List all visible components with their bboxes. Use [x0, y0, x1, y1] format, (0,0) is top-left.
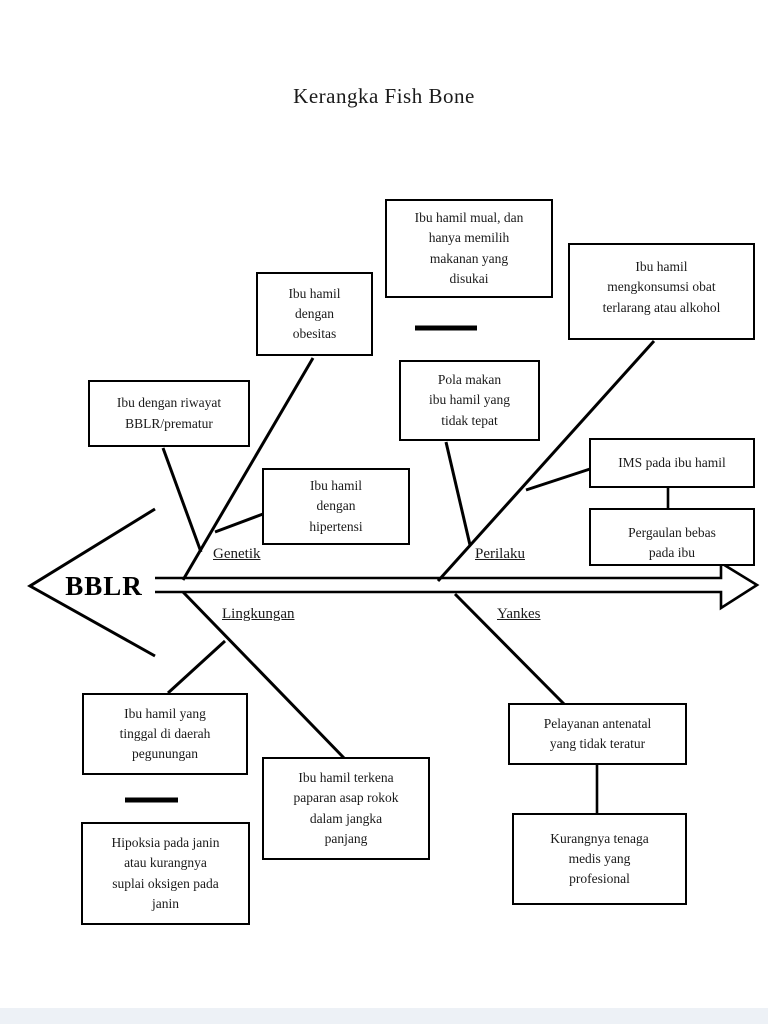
spine-arrow — [155, 560, 760, 611]
branch-lingkungan — [181, 590, 346, 760]
cause-box-kurangnya: Kurangnya tenaga medis yang profesional — [512, 813, 687, 905]
branch-label-perilaku: Perilaku — [475, 546, 525, 562]
cause-box-hipoksia: Hipoksia pada janin atau kurangnya supla… — [81, 822, 250, 925]
cause-box-paparan: Ibu hamil terkena paparan asap rokok dal… — [262, 757, 430, 860]
branch-label-lingkungan: Lingkungan — [222, 606, 295, 622]
cause-box-obesitas: Ibu hamil dengan obesitas — [256, 272, 373, 356]
cause-box-hipertensi: Ibu hamil dengan hipertensi — [262, 468, 410, 545]
cause-box-riwayat: Ibu dengan riwayat BBLR/prematur — [88, 380, 250, 447]
branch-yankes — [453, 592, 566, 706]
branch-label-yankes: Yankes — [497, 606, 541, 622]
branch-label-genetik: Genetik — [213, 546, 261, 562]
cause-box-mual: Ibu hamil mual, dan hanya memilih makana… — [385, 199, 553, 298]
page-bottom-edge — [0, 1008, 768, 1024]
cause-box-pergaulan: Pergaulan bebas pada ibu — [589, 508, 755, 566]
cause-box-polamakan: Pola makan ibu hamil yang tidak tepat — [399, 360, 540, 441]
connector-riwayat — [161, 447, 203, 553]
branch-perilaku — [436, 339, 656, 583]
connector-polamakan — [444, 441, 472, 546]
connector-ims — [525, 467, 591, 492]
effect-label: BBLR — [65, 571, 143, 601]
connector-tinggal — [166, 639, 227, 695]
fish-head-triangle — [27, 507, 156, 658]
branch-genetik — [181, 357, 315, 581]
cause-box-tinggal: Ibu hamil yang tinggal di daerah pegunun… — [82, 693, 248, 775]
cause-box-obat: Ibu hamil mengkonsumsi obat terlarang at… — [568, 243, 755, 340]
page-title: Kerangka Fish Bone — [293, 84, 475, 108]
cause-box-ims: IMS pada ibu hamil — [589, 438, 755, 488]
cause-box-pelayanan: Pelayanan antenatal yang tidak teratur — [508, 703, 687, 765]
connector-hipertensi — [214, 512, 264, 534]
